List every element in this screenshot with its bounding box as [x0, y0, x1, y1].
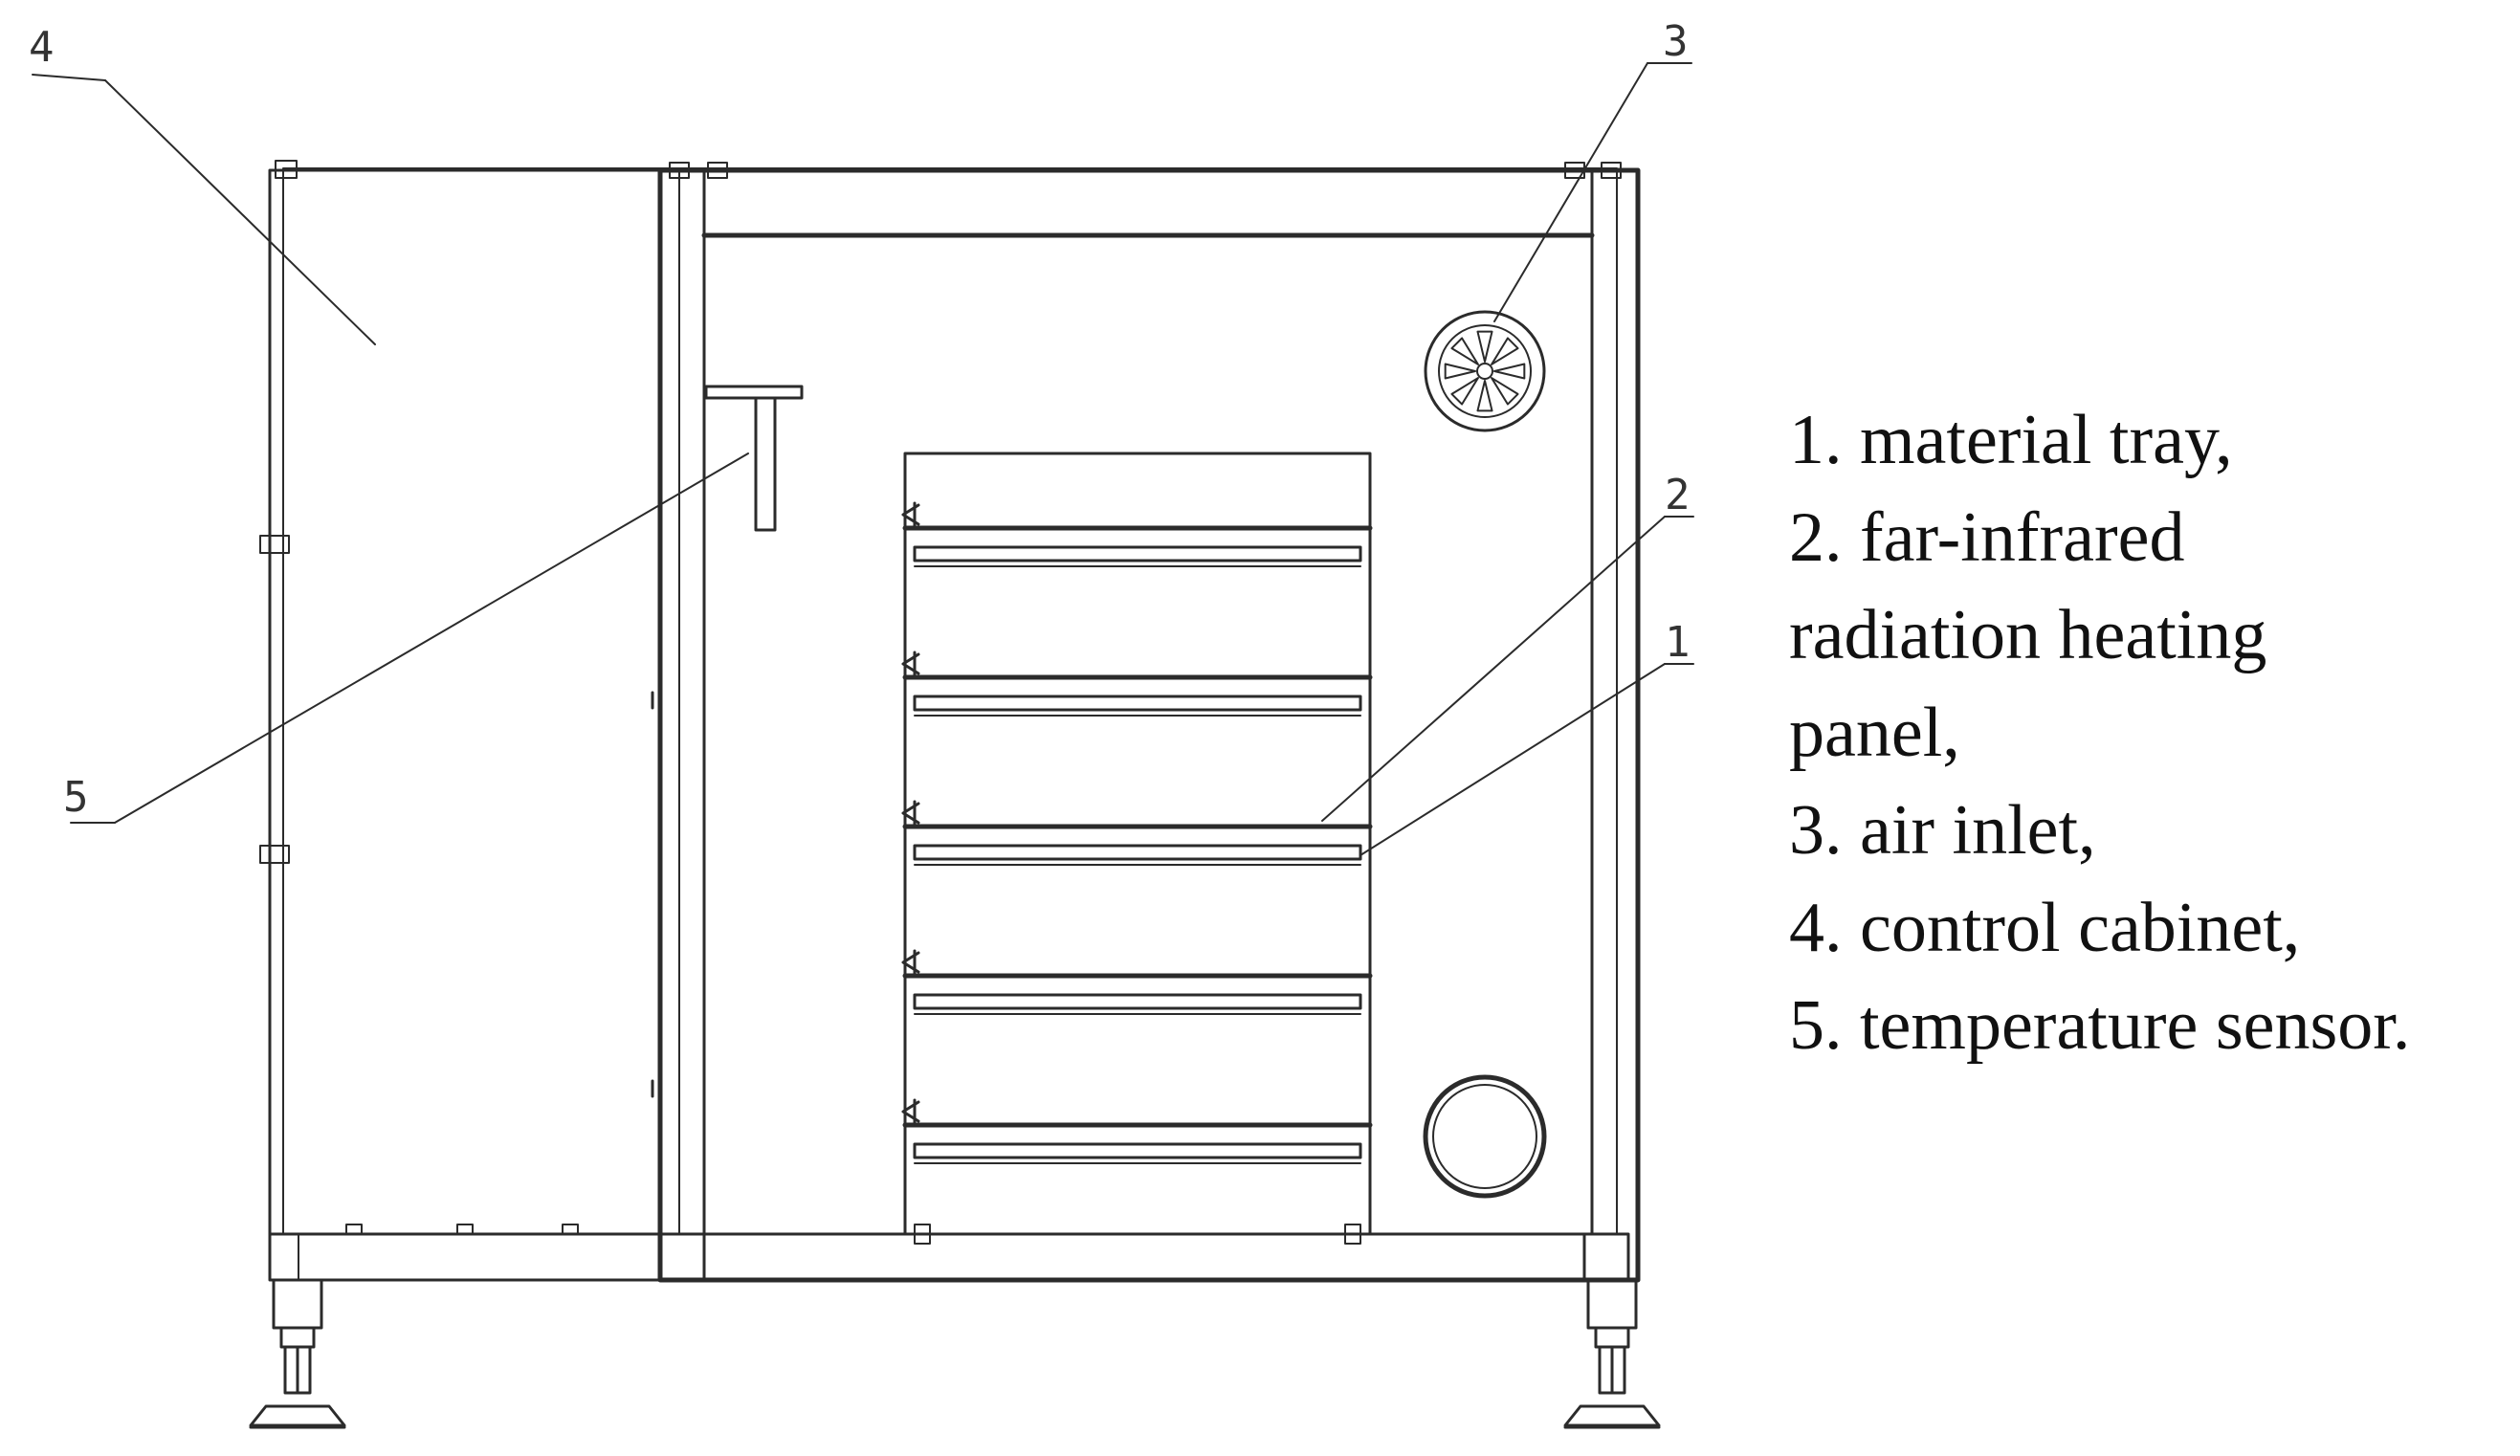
callout-4: 4	[29, 23, 55, 72]
fan-blade	[1476, 330, 1493, 363]
heating-panel	[913, 844, 1362, 861]
heating-panel	[913, 695, 1362, 712]
tray-latch	[901, 949, 920, 976]
callout-1: 1	[1665, 618, 1691, 667]
tray-latch	[901, 501, 920, 528]
callout-2: 2	[1665, 471, 1691, 519]
fan-blade	[1444, 363, 1476, 380]
legend-line: 1. material tray,	[1789, 401, 2233, 479]
tray-latch	[901, 800, 920, 827]
heating-panel	[913, 993, 1362, 1010]
heating-panel	[913, 1142, 1362, 1159]
tray-foot	[1344, 1224, 1361, 1245]
tray-foot	[914, 1224, 931, 1245]
callout-3: 3	[1663, 17, 1689, 66]
drying-chamber	[657, 162, 1641, 1283]
fan-blade	[1450, 337, 1479, 365]
heating-panel	[913, 545, 1362, 563]
air-inlet	[1424, 310, 1546, 432]
material-tray	[901, 949, 1373, 1015]
legend-line: 2. far-infrared	[1789, 498, 2184, 577]
fan-blade	[1491, 377, 1519, 406]
tray-stack	[901, 452, 1373, 1245]
callout-leaders	[32, 62, 1694, 856]
fan-blade	[1493, 363, 1526, 380]
legend-line: 3. air inlet,	[1789, 791, 2096, 870]
fan-blade	[1491, 337, 1519, 365]
leveling-foot-right	[1563, 1278, 1661, 1429]
legend: 1. material tray, 2. far-infrared radiat…	[1789, 401, 2410, 1065]
material-tray	[901, 651, 1373, 717]
legend-line: radiation heating	[1789, 596, 2266, 674]
legend-line: 5. temperature sensor.	[1789, 986, 2410, 1065]
material-tray	[901, 501, 1373, 567]
leveling-foot-left	[249, 1278, 346, 1429]
round-port	[1423, 1074, 1547, 1199]
callout-5: 5	[63, 773, 89, 822]
control-cabinet	[259, 160, 662, 1236]
base-frame	[268, 1232, 1630, 1282]
legend-line: panel,	[1789, 694, 1960, 772]
material-tray	[901, 1098, 1373, 1164]
temperature-sensor	[704, 385, 804, 532]
legend-line: 4. control cabinet,	[1789, 889, 2300, 967]
fan-blade	[1476, 380, 1493, 412]
tray-latch	[901, 1098, 920, 1125]
fan-blade	[1450, 377, 1479, 406]
tray-latch	[901, 651, 920, 677]
material-tray	[901, 800, 1373, 866]
